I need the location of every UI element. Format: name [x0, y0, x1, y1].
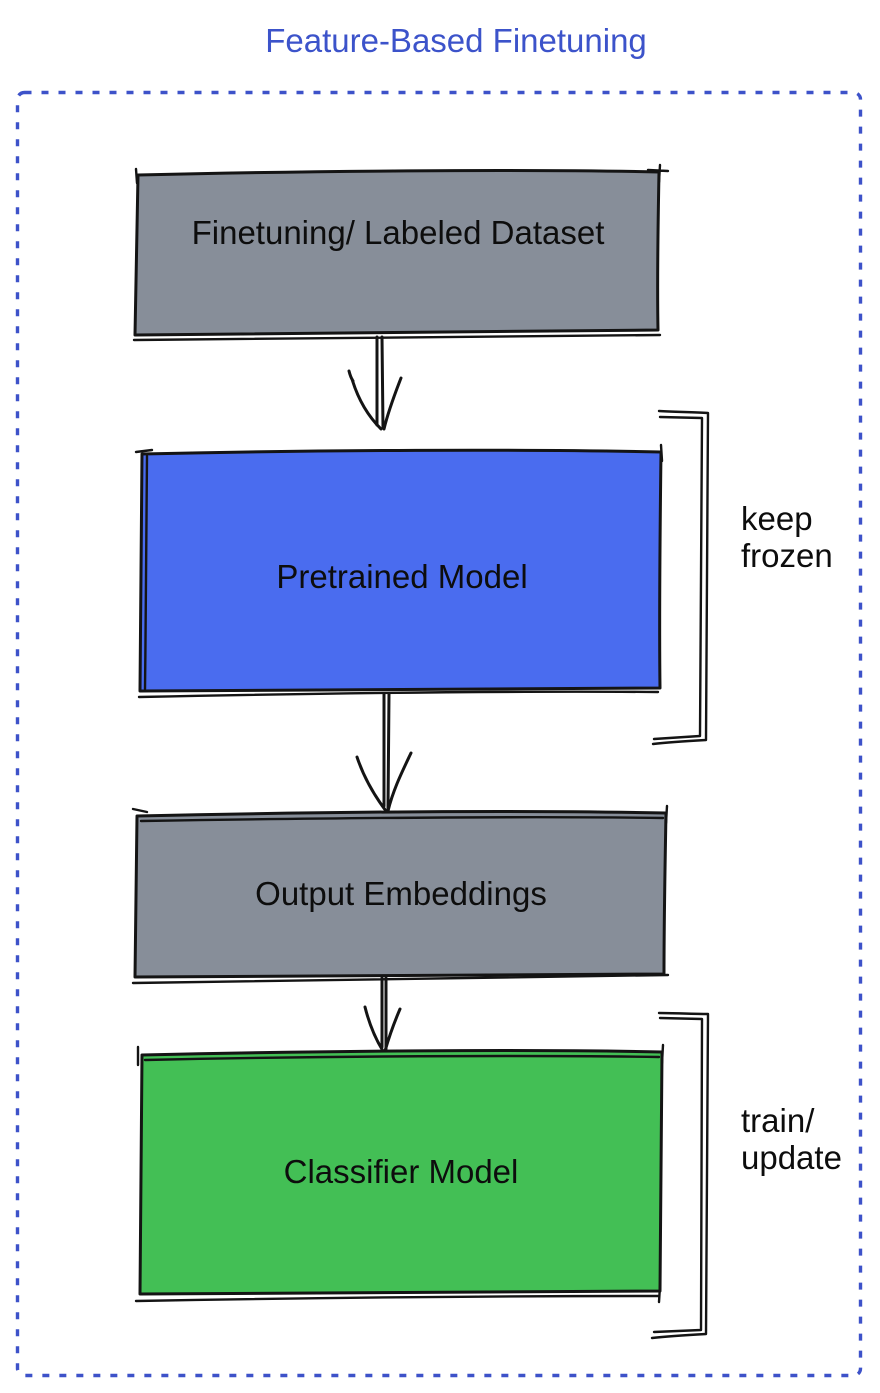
arrow-shaft — [380, 976, 388, 1051]
annotation-train-update: train/ update — [741, 1102, 842, 1176]
box-label-classifier-model: Classifier Model — [283, 1153, 519, 1190]
box-overdraw — [132, 163, 670, 342]
arrow-shaft — [382, 692, 391, 811]
arrow-head — [347, 369, 403, 431]
box-fill — [135, 170, 659, 335]
box-label-pretrained-model: Pretrained Model — [276, 558, 528, 595]
box-fill — [140, 450, 661, 691]
annotation-line: update — [741, 1139, 842, 1176]
box-pretrained-model — [134, 443, 664, 699]
arrow-head — [363, 1005, 402, 1053]
annotation-keep-frozen: keep frozen — [741, 500, 833, 574]
bracket-train-update — [650, 1011, 710, 1340]
arrow-shaft — [375, 335, 385, 430]
bracket-stroke — [651, 409, 710, 746]
annotation-line: keep — [741, 500, 813, 537]
diagram-title: Feature-Based Finetuning — [265, 22, 647, 59]
box-fill — [135, 811, 666, 977]
box-outline — [138, 448, 663, 693]
box-overdraw — [134, 443, 664, 699]
annotation-line: frozen — [741, 537, 833, 574]
bracket-stroke — [652, 1016, 704, 1334]
box-label-finetuning-dataset: Finetuning/ Labeled Dataset — [191, 214, 605, 251]
flow-arrow-2 — [355, 692, 413, 813]
box-label-output-embeddings: Output Embeddings — [255, 875, 547, 912]
flow-arrow-3 — [363, 976, 402, 1053]
box-fill — [140, 1050, 662, 1294]
arrow-head — [355, 751, 413, 813]
bracket-keep-frozen — [651, 409, 710, 746]
box-classifier-model — [134, 1043, 665, 1304]
box-finetuning-dataset — [132, 163, 670, 342]
dotted-frame — [15, 90, 863, 1378]
flow-arrow-1 — [347, 335, 403, 431]
box-output-embeddings — [131, 804, 670, 985]
bracket-stroke — [650, 1011, 710, 1340]
box-overdraw — [134, 1043, 665, 1304]
box-overdraw — [131, 804, 670, 985]
annotation-line: train/ — [741, 1102, 815, 1139]
bracket-stroke — [652, 415, 704, 741]
box-outline — [133, 169, 661, 337]
